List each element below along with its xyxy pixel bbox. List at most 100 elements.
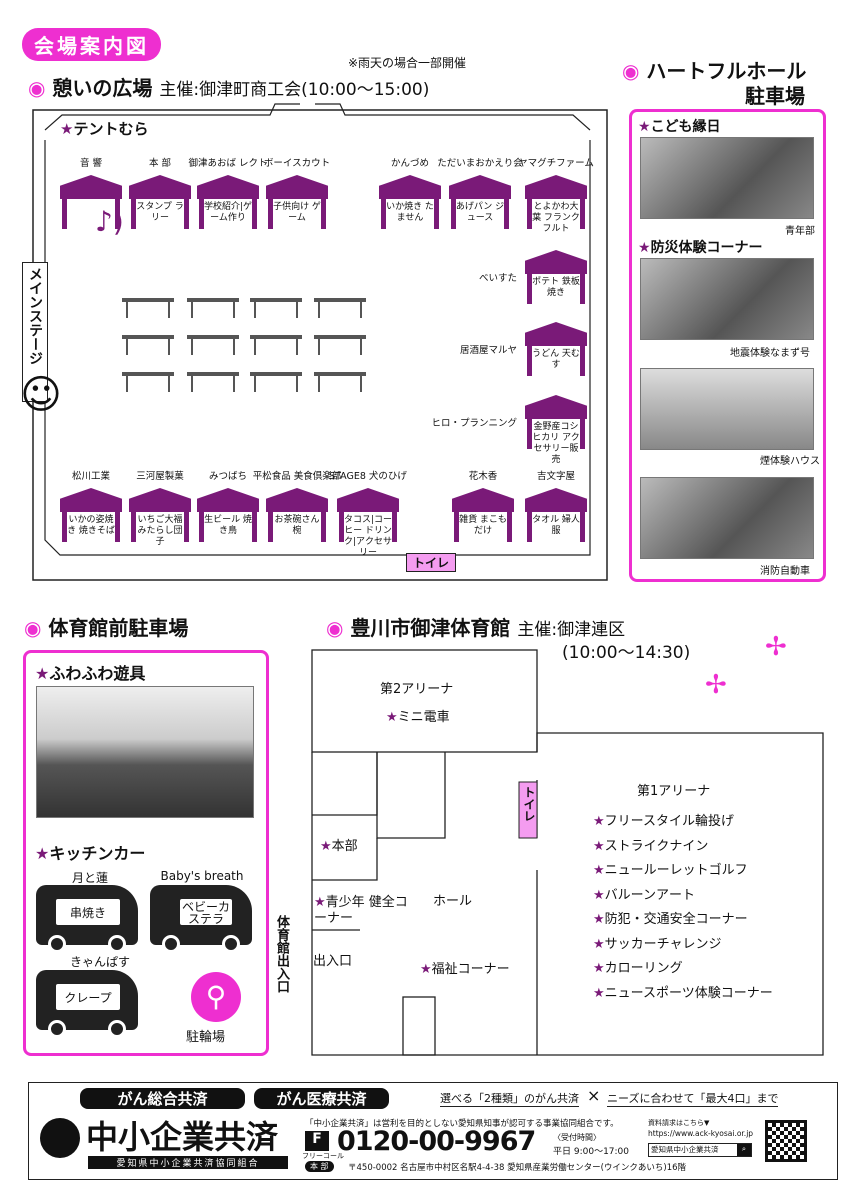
tent-booth: 花木香雑貨 まこもだけ — [452, 471, 514, 544]
request-label: 資料請求はこちら▼ — [648, 1119, 710, 1127]
main-stage: メインステージ — [22, 262, 48, 402]
footer-ad — [28, 1082, 838, 1180]
tent-name: べいすた — [478, 273, 517, 284]
tent-name: かんづめ — [390, 158, 429, 169]
car-menu: 串焼き — [56, 899, 120, 925]
disaster-label: ★防災体験コーナー — [638, 240, 763, 256]
caption-quake: 地震体験なまず号 — [730, 348, 810, 359]
plaza-toilet: トイレ — [406, 553, 457, 572]
mini-train: ★ミニ電車 — [386, 710, 450, 725]
arena1-item: ★バルーンアート — [593, 887, 696, 903]
tent-booth: ヤマグチファームとよかわ大葉 フランクフルト — [518, 158, 594, 234]
caption-fire: 消防自動車 — [760, 566, 810, 577]
tent-booth: 本 部スタンプ ラリー — [129, 158, 191, 231]
tent-name: 本 部 — [148, 158, 172, 169]
tent-name: 御津あおば レクト — [188, 158, 268, 169]
tent-booth: べいすた ポテト 鉄板焼き — [479, 250, 587, 306]
hall-label: ホール — [433, 894, 473, 909]
qr-code[interactable] — [765, 1120, 807, 1162]
phone-number: 0120-00-9967 — [337, 1126, 536, 1157]
kitchen-car: ベビーカステラ — [150, 885, 252, 953]
gym-parking-box — [23, 650, 269, 1056]
gym-time: (10:00～14:30) — [562, 643, 691, 663]
car-menu: クレープ — [56, 984, 120, 1010]
picnic-table — [122, 372, 174, 392]
kitchen-car: 串焼き — [36, 885, 138, 953]
rain-note: ※雨天の場合一部開催 — [348, 56, 467, 70]
gym-toilet: トイレ — [522, 786, 536, 822]
tent-booth: 御津あおば レクト学校紹介|ゲーム作り — [188, 158, 268, 231]
heartful-box — [629, 109, 826, 582]
heartful-sub: 駐車場 — [745, 84, 805, 108]
picnic-table — [314, 335, 366, 355]
tent-name: STAGE8 犬のひげ — [329, 471, 407, 482]
fire-truck-photo — [640, 477, 814, 559]
hq-label: 本 部 — [305, 1161, 334, 1172]
bouncy-label: ★ふわふわ遊具 — [35, 664, 146, 683]
arena1-item: ★ニュースポーツ体験コーナー — [593, 985, 773, 1001]
tent-booth: 松川工業いかの姿焼き 焼きそば — [60, 471, 122, 544]
arena2-label: 第2アリーナ — [380, 682, 454, 697]
freecall-label: フリーコール — [302, 1152, 344, 1160]
logo-mark-icon — [40, 1118, 80, 1158]
plaza-name: 憩いの広場 — [52, 76, 153, 100]
picnic-table — [314, 298, 366, 318]
kitchen-car-label: ★キッチンカー — [35, 844, 146, 863]
address: 〒450-0002 名古屋市中村区名駅4-4-38 愛知県産業労働センター(ウイ… — [348, 1163, 687, 1173]
tent-goods: 子供向け ゲーム — [273, 202, 321, 223]
picnic-table — [250, 372, 302, 392]
picnic-table — [250, 335, 302, 355]
gym-heading: ◉ 豊川市御津体育館 主催:御津連区 — [326, 616, 626, 640]
tent-name: ヤマグチファーム — [518, 158, 594, 169]
search-icon[interactable]: ⌕ — [737, 1144, 751, 1156]
welfare-corner: ★福祉コーナー — [420, 962, 510, 977]
page-title: 会場案内図 — [22, 28, 161, 61]
tent-goods: 生ビール 焼き鳥 — [204, 515, 252, 536]
tent-goods: あげパン ジュース — [455, 202, 505, 223]
gym-entrance-label: 出入口 — [313, 954, 353, 969]
org-description: 「中小企業共済」は営利を目的としない愛知県知事が認可する事業協同組合です。 — [305, 1119, 619, 1129]
gym-entrance: 体育館出入口 — [272, 915, 291, 993]
arena1-item: ★フリースタイル輪投げ — [593, 814, 735, 829]
tent-goods: とよかわ大葉 フランクフルト — [532, 202, 580, 234]
car-name: 月と蓮 — [71, 871, 108, 885]
hours-label: 〈受付時間〉 — [553, 1133, 601, 1142]
tent-booth: 音 響 — [60, 158, 122, 231]
arena1-item: ★ストライクナイン — [593, 838, 709, 854]
tent-booth: 居酒屋マルヤうどん 天むす — [460, 322, 587, 378]
tent-goods: いか焼き たません — [386, 202, 434, 223]
picnic-table — [187, 372, 239, 392]
arena1-item: ★サッカーチャレンジ — [593, 936, 722, 952]
tent-booth: ただいまおかえり会あげパン ジュース — [437, 158, 523, 231]
picnic-table — [187, 298, 239, 318]
tent-name: 松川工業 — [71, 471, 110, 482]
tent-goods: お茶碗さん椀 — [274, 515, 320, 536]
car-name: きゃんぱす — [69, 955, 130, 969]
tent-booth: ヒロ・プランニング金野産コシヒカリ アクセサリー販売 — [431, 395, 587, 465]
search-box[interactable]: 愛知県中小企業共済⌕ — [648, 1143, 752, 1157]
tent-goods: 雑貨 まこもだけ — [459, 515, 507, 536]
tent-booth: 吉文字屋タオル 婦人服 — [525, 471, 587, 544]
tent-name: 吉文字屋 — [536, 471, 575, 482]
kids-caption: 青年部 — [785, 226, 815, 237]
quake-photo — [640, 258, 814, 340]
website-link[interactable]: https://www.ack-kyosai.or.jp — [648, 1129, 754, 1138]
tent-goods: いかの姿焼き 焼きそば — [67, 515, 115, 536]
picnic-table — [122, 335, 174, 355]
arena1-list: ★フリースタイル輪投げ★ストライクナイン★ニュールーレットゴルフ★バルーンアート… — [593, 810, 773, 1006]
youth-corner: ★青少年 健全コーナー — [314, 895, 408, 926]
badge-cancer-general: がん総合共済 — [80, 1088, 245, 1109]
tent-booth: かんづめいか焼き たません — [379, 158, 441, 231]
tent-area-label: ★テントむら — [60, 120, 149, 138]
bike-parking: 駐輪場 — [186, 1030, 226, 1045]
tent-name: 居酒屋マルヤ — [459, 345, 517, 356]
tent-goods: ポテト 鉄板焼き — [532, 277, 580, 298]
tagline-2: ニーズに合わせて「最大4口」まで — [607, 1092, 779, 1107]
smoke-house-photo — [640, 368, 814, 450]
dragonfly-icon: ✢ — [765, 632, 787, 662]
picnic-table — [250, 298, 302, 318]
tent-name: ボーイスカウト — [263, 158, 331, 169]
tent-name: 音 響 — [79, 158, 103, 169]
car-name: Baby's breath — [160, 869, 244, 883]
badge-cancer-medical: がん医療共済 — [254, 1088, 389, 1109]
